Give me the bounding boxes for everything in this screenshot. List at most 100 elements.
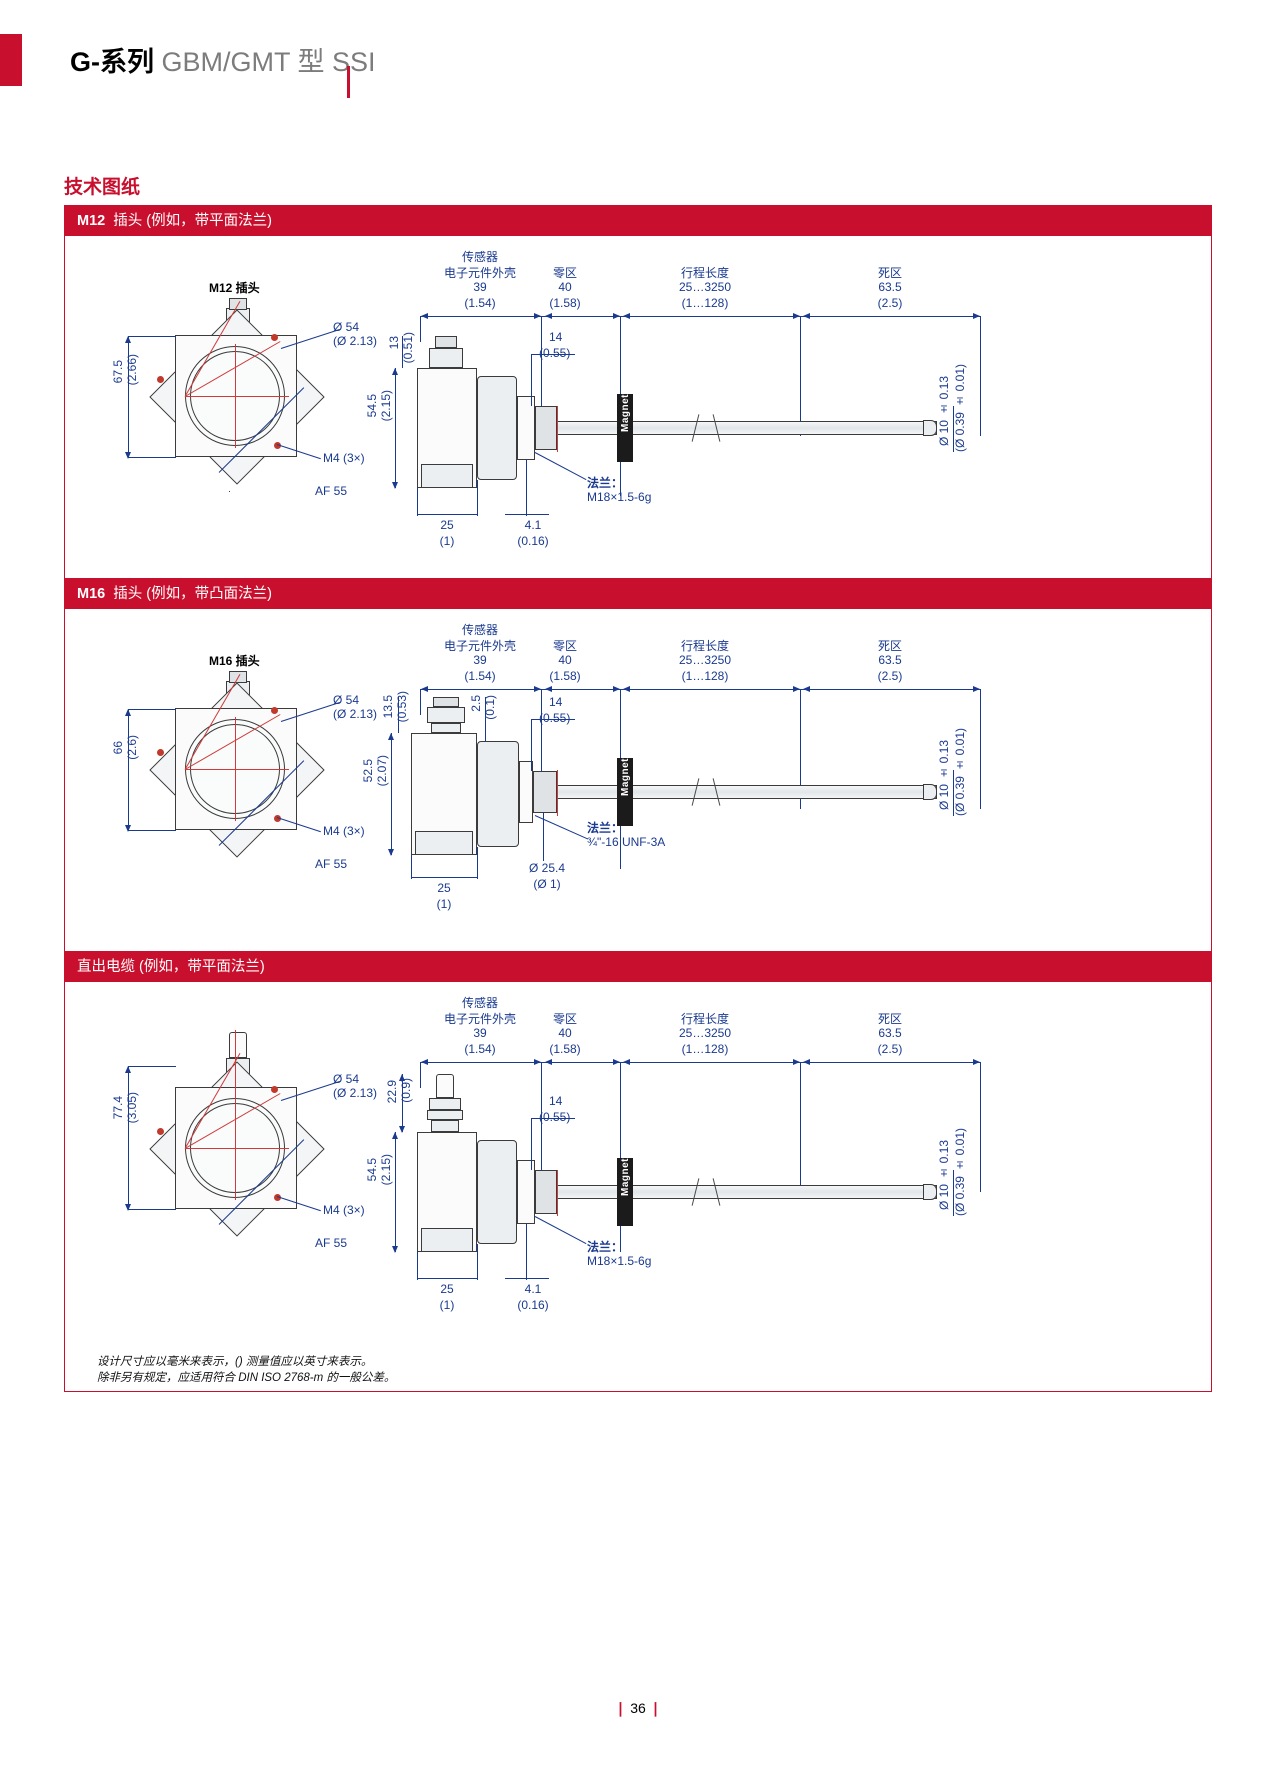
height-ext-bot-m16 — [128, 830, 176, 831]
bodyheight-inch-m12: (2.15) — [379, 390, 393, 422]
height-ext-top-cable — [128, 1066, 176, 1067]
topsmall-dim-m16 — [398, 697, 399, 733]
magnet-label-m16: Magnet — [620, 758, 631, 796]
top-arrow-8-m16 — [973, 686, 980, 692]
top-arrow-6-cable — [793, 1059, 800, 1065]
page-number-value: 36 — [630, 1700, 646, 1716]
top-arrow-7-cable — [803, 1059, 810, 1065]
drawing-panel-m12: M12 插头 67.5 (2.66) — [65, 236, 1211, 578]
header-red-bar — [0, 34, 22, 86]
housing-base-cable — [421, 1228, 473, 1252]
top-ext-2-cable — [541, 1062, 542, 1172]
top-dim-4-inch-cable: (2.5) — [877, 1042, 903, 1056]
bodyheight-dim-m16 — [391, 733, 392, 855]
rod-dia-line2-m12: (Ø 0.39 ± 0.01) — [953, 364, 967, 453]
top-dim-4-value-m16: 63.5 — [878, 653, 902, 667]
bodyheight-dim-m12 — [395, 368, 396, 488]
base-ext-1-cable — [417, 1252, 418, 1280]
top-arrow-8-cable — [973, 1059, 980, 1065]
drawing-panel-cable: 77.4 (3.05) Ø 54 (Ø 2.13) M4 (3×) AF 55 … — [65, 982, 1211, 1332]
top-arrow-5-cable — [623, 1059, 630, 1065]
section-band-2-text: 插头 (例如，带凸面法兰) — [113, 586, 272, 602]
measuring-rod-m12 — [557, 421, 937, 435]
page-header: G-系列 GBM/GMT 型 SSI — [0, 34, 1276, 98]
topsmall-inch-m16: (0.53) — [395, 691, 409, 723]
center-line-h-cable — [185, 1148, 289, 1149]
af-label-cable: AF 55 — [315, 1236, 348, 1250]
footnote-line-2: 除非另有规定，应适用符合 DIN ISO 2768-m 的一般公差。 — [97, 1372, 396, 1384]
diameter-value-m12: Ø 54 — [333, 320, 360, 334]
top-dim-4-value-m12: 63.5 — [878, 280, 902, 294]
top-dim-4-title2-cable: 死区 — [877, 1012, 903, 1026]
flange-note-label-m16: 法兰： — [587, 821, 624, 835]
screw-hole-1-cable — [271, 1086, 278, 1093]
collar-cable — [535, 1170, 557, 1214]
top-dim-1-inch-m16: (1.54) — [464, 669, 496, 683]
bodyheight-inch-m16: (2.07) — [375, 755, 389, 787]
screw-hole-2-cable — [157, 1128, 164, 1135]
top-dim-1-value-cable: 39 — [473, 1026, 487, 1040]
neck-dim-line-m16 — [531, 719, 575, 720]
face-label-m16: M16 插头 — [209, 654, 260, 668]
screw-hole-1-m12 — [271, 334, 278, 341]
top-arrow-4-m16 — [613, 686, 620, 692]
section-sep-1 — [65, 578, 1211, 579]
flange-note-value-m16: ¾"-16 UNF-3A — [587, 835, 666, 849]
height-value-m12: 67.5 — [111, 360, 125, 384]
base-dim-line-cable — [417, 1278, 477, 1279]
magnet-label-m12: Magnet — [620, 394, 631, 432]
top-dim-1-inch-m12: (1.54) — [464, 296, 496, 310]
height-inch-m16: (2.6) — [125, 735, 139, 760]
topsmall-value-cable: 22.9 — [385, 1080, 399, 1104]
base-ext-2-m12 — [477, 480, 478, 516]
base-inch-m12: (1) — [439, 534, 455, 548]
top-dim-3-title2-cable: 行程长度 — [680, 1012, 730, 1026]
connector-top-small-m16 — [433, 697, 459, 707]
top-chain-line-a-cable — [420, 1062, 620, 1063]
topsmall-dim-m12 — [402, 336, 403, 368]
connector-nut-m12 — [429, 348, 463, 368]
measuring-rod-m16 — [557, 785, 937, 799]
top-ext-3-cable — [620, 1062, 621, 1252]
magnet-m16: Magnet — [617, 758, 633, 826]
screw-hole-2-m12 — [157, 376, 164, 383]
page-title-bold: G- — [70, 47, 100, 77]
topsmall2-inch-m16: (0.1) — [483, 695, 497, 720]
section-band-3: 直出电缆 (例如，带平面法兰) — [65, 952, 1211, 982]
thread-section-m16 — [519, 761, 533, 823]
bodyheight-dim-cable — [395, 1132, 396, 1252]
top-arrow-4-cable — [613, 1059, 620, 1065]
neck-dim-line-cable — [531, 1118, 575, 1119]
top-chain-line-b-m12 — [620, 316, 800, 317]
screw-label-m12: M4 (3×) — [323, 451, 365, 465]
housing-base-m16 — [415, 831, 473, 855]
cable-exit-side-cable — [436, 1074, 454, 1098]
base-ext-1-m12 — [417, 488, 418, 516]
page-number-bar-left: ❘ — [614, 1700, 627, 1716]
drawing-panel-m16: M16 插头 66 (2.6) Ø 54 (Ø 2.13) — [65, 609, 1211, 951]
height-ext-top-m16 — [128, 709, 176, 710]
section-band-2: M16 插头 (例如，带凸面法兰) — [65, 579, 1211, 609]
housing-base-m12 — [421, 464, 473, 488]
af-label-m12: AF 55 — [315, 484, 348, 498]
top-ext-4-m12 — [800, 316, 801, 436]
top-dim-3-title2-m16: 行程长度 — [680, 639, 730, 653]
rod-dia-line1-cable: Ø 10 ± 0.13 — [937, 1140, 951, 1211]
top-dim-2-inch-m12: (1.58) — [549, 296, 581, 310]
center-line-h-m16 — [185, 769, 289, 770]
top-arrow-4-m12 — [613, 313, 620, 319]
top-dim-2-value-m16: 40 — [558, 653, 572, 667]
face-label-m12: M12 插头 — [209, 281, 260, 295]
diameter-inch-cable: (Ø 2.13) — [333, 1086, 378, 1100]
top-dim-1-title2-m16: 电子元件外壳 — [443, 639, 517, 653]
top-dim-3-value-m16: 25…3250 — [678, 653, 732, 667]
flange-leader-m12 — [534, 452, 587, 481]
topsmall-value-m16: 13.5 — [381, 695, 395, 719]
top-dim-1-title1-m16: 传感器 — [461, 623, 499, 637]
top-arrow-5-m12 — [623, 313, 630, 319]
collar-value-m16: Ø 25.4 — [528, 861, 566, 875]
topsmall-dim-cable — [402, 1074, 403, 1132]
top-dim-2-title2-m12: 零区 — [552, 266, 578, 280]
magnet-cable: Magnet — [617, 1158, 633, 1226]
neck-ext-cable — [531, 1118, 532, 1170]
